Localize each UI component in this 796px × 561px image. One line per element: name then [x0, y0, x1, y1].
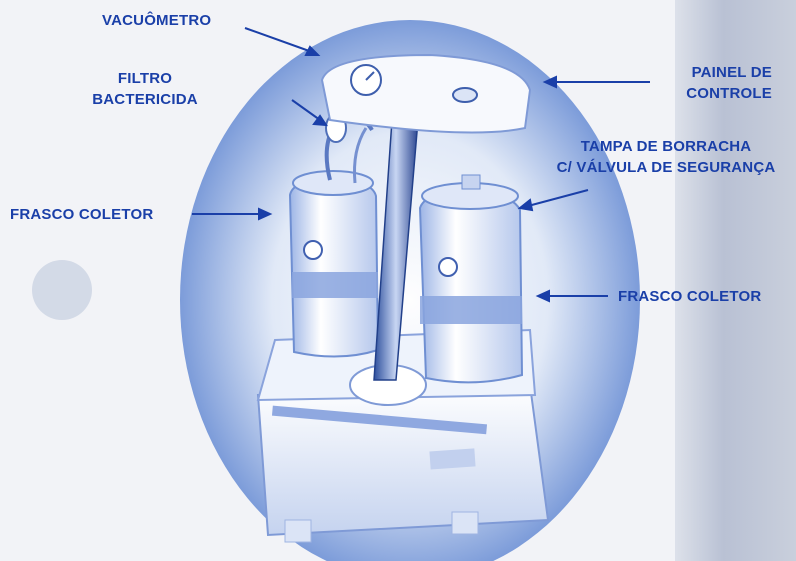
left-jar — [290, 178, 378, 357]
label-tampa-de-borracha: TAMPA DE BORRACHA C/ VÁLVULA DE SEGURANÇ… — [540, 136, 792, 178]
label-painel-line2: CONTROLE — [660, 83, 772, 104]
side-emblem — [32, 260, 92, 320]
right-jar — [420, 190, 522, 382]
label-painel-de-controle: PAINEL DE CONTROLE — [660, 62, 772, 104]
label-frasco-coletor-right: FRASCO COLETOR — [618, 286, 761, 307]
label-filtro-line2: BACTERICIDA — [90, 89, 200, 110]
base-foot-left — [285, 520, 311, 542]
right-jar-band — [420, 296, 522, 324]
right-jar-logo — [439, 258, 457, 276]
label-filtro-line1: FILTRO — [90, 68, 200, 89]
control-panel — [322, 55, 530, 133]
arrow-vacuometro — [245, 28, 312, 52]
label-tampa-line1: TAMPA DE BORRACHA — [540, 136, 792, 157]
label-tampa-line2: C/ VÁLVULA DE SEGURANÇA — [540, 157, 792, 178]
control-knob — [453, 88, 477, 102]
brand-badge — [429, 448, 475, 469]
label-painel-line1: PAINEL DE — [660, 62, 772, 83]
base-foot-right — [452, 512, 478, 534]
right-jar-valve — [462, 175, 480, 189]
base-cabinet — [258, 385, 548, 535]
left-jar-logo — [304, 241, 322, 259]
label-frasco-coletor-left: FRASCO COLETOR — [10, 204, 153, 225]
left-jar-band — [292, 272, 378, 298]
left-jar-cap — [293, 171, 373, 195]
label-vacuometro: VACUÔMETRO — [102, 10, 211, 31]
label-filtro-bactericida: FILTRO BACTERICIDA — [90, 68, 200, 110]
